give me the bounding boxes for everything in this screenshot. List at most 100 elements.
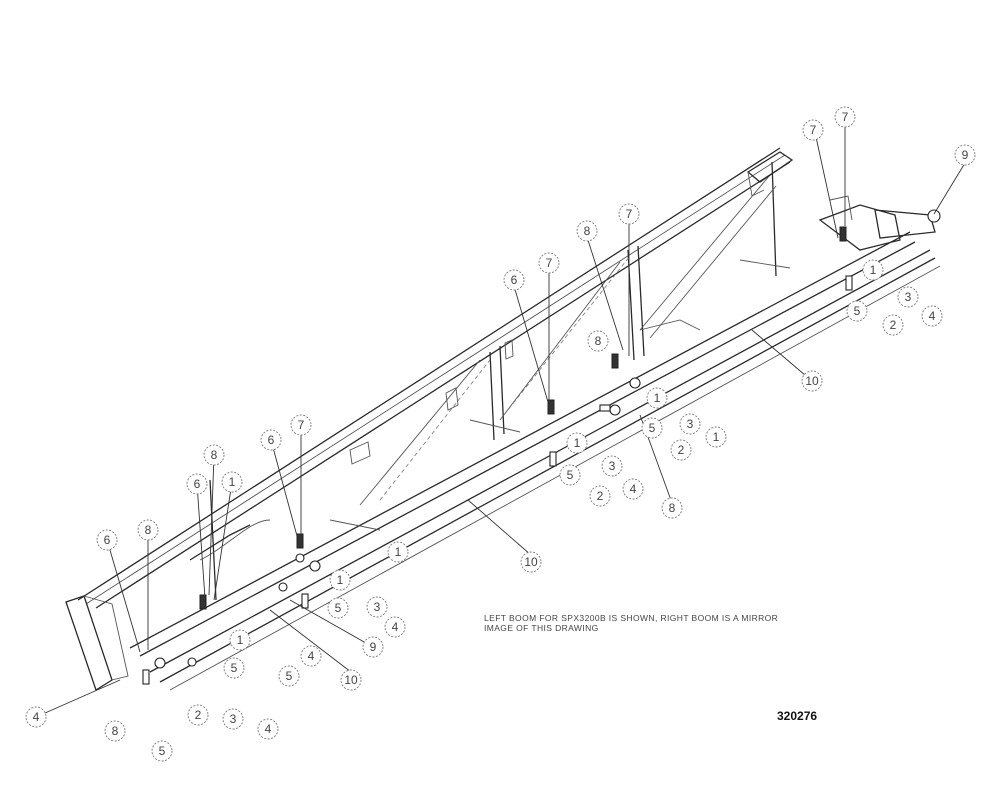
svg-text:2: 2: [890, 318, 897, 332]
svg-text:8: 8: [584, 224, 591, 238]
callout-balloon: 9: [954, 144, 976, 166]
svg-text:5: 5: [649, 421, 656, 435]
callout-balloon: 2: [670, 439, 692, 461]
callout-balloon: 5: [559, 464, 581, 486]
svg-text:6: 6: [268, 433, 275, 447]
callout-balloon: 6: [96, 529, 118, 551]
svg-text:7: 7: [546, 256, 553, 270]
svg-text:8: 8: [145, 523, 152, 537]
svg-text:1: 1: [395, 545, 402, 559]
callout-balloon: 1: [387, 541, 409, 563]
svg-text:8: 8: [112, 724, 119, 738]
svg-text:5: 5: [286, 669, 293, 683]
callout-balloon: 4: [622, 478, 644, 500]
svg-text:3: 3: [687, 417, 694, 431]
callout-balloon: 10: [801, 370, 823, 392]
callout-balloon: 4: [300, 645, 322, 667]
callout-balloon: 5: [223, 657, 245, 679]
svg-text:8: 8: [211, 448, 218, 462]
callout-balloon: 10: [520, 551, 542, 573]
callout-balloon: 1: [705, 426, 727, 448]
leader-lines: [35, 124, 966, 718]
svg-text:7: 7: [298, 418, 305, 432]
svg-text:5: 5: [335, 601, 342, 615]
svg-text:9: 9: [962, 148, 969, 162]
svg-text:1: 1: [229, 475, 236, 489]
note-line-1: LEFT BOOM FOR SPX3200B IS SHOWN, RIGHT B…: [484, 613, 779, 623]
svg-text:5: 5: [159, 744, 166, 758]
callout-balloon: 8: [203, 444, 225, 466]
callout-balloon: 4: [384, 616, 406, 638]
callout-balloon: 5: [151, 740, 173, 762]
callout-balloon: 8: [104, 720, 126, 742]
svg-text:1: 1: [237, 633, 244, 647]
svg-text:2: 2: [678, 443, 685, 457]
svg-text:1: 1: [574, 436, 581, 450]
svg-text:3: 3: [374, 600, 381, 614]
drawing-number: 320276: [777, 709, 818, 723]
svg-text:10: 10: [344, 673, 358, 687]
callout-balloon: 7: [290, 414, 312, 436]
callout-balloon: 7: [834, 106, 856, 128]
note-line-2: IMAGE OF THIS DRAWING: [484, 623, 599, 633]
svg-text:1: 1: [654, 391, 661, 405]
boom-frame: [65, 147, 941, 691]
svg-text:3: 3: [230, 712, 237, 726]
callout-balloon: 10: [340, 669, 362, 691]
svg-text:9: 9: [370, 640, 377, 654]
svg-text:3: 3: [905, 290, 912, 304]
callout-balloon: 9: [362, 636, 384, 658]
svg-text:6: 6: [104, 533, 111, 547]
svg-text:10: 10: [805, 374, 819, 388]
svg-text:4: 4: [33, 710, 40, 724]
svg-text:4: 4: [392, 620, 399, 634]
callout-balloon: 8: [587, 330, 609, 352]
callout-balloon: 2: [882, 314, 904, 336]
callout-balloon: 6: [260, 429, 282, 451]
svg-text:3: 3: [609, 459, 616, 473]
svg-text:5: 5: [854, 304, 861, 318]
svg-text:4: 4: [308, 649, 315, 663]
callout-balloon: 5: [327, 597, 349, 619]
svg-text:4: 4: [630, 482, 637, 496]
callout-balloon: 1: [646, 387, 668, 409]
svg-text:8: 8: [595, 334, 602, 348]
callout-balloon: 5: [846, 300, 868, 322]
callout-balloon: 1: [229, 629, 251, 651]
svg-text:1: 1: [337, 573, 344, 587]
callout-balloon: 1: [566, 432, 588, 454]
callout-balloon: 3: [897, 286, 919, 308]
svg-text:2: 2: [195, 708, 202, 722]
callout-balloon: 5: [641, 417, 663, 439]
callout-balloon: 8: [576, 220, 598, 242]
svg-text:8: 8: [669, 501, 676, 515]
svg-text:5: 5: [567, 468, 574, 482]
callout-balloon: 7: [538, 252, 560, 274]
callout-balloon: 1: [862, 259, 884, 281]
drawing-note: LEFT BOOM FOR SPX3200B IS SHOWN, RIGHT B…: [484, 613, 824, 633]
svg-text:2: 2: [597, 489, 604, 503]
callout-balloon: 7: [802, 119, 824, 141]
callout-balloon: 2: [589, 485, 611, 507]
callout-balloon: 7: [618, 203, 640, 225]
callout-balloon: 6: [186, 473, 208, 495]
callout-balloon: 3: [601, 455, 623, 477]
svg-text:5: 5: [231, 661, 238, 675]
svg-text:1: 1: [713, 430, 720, 444]
callout-balloon: 4: [25, 706, 47, 728]
callout-balloon: 1: [329, 569, 351, 591]
svg-text:10: 10: [524, 555, 538, 569]
callout-balloon: 2: [187, 704, 209, 726]
callout-balloon: 6: [503, 269, 525, 291]
svg-text:4: 4: [929, 309, 936, 323]
svg-text:1: 1: [870, 263, 877, 277]
callout-balloon: 5: [278, 665, 300, 687]
svg-text:4: 4: [265, 722, 272, 736]
callout-balloon: 1: [221, 471, 243, 493]
callout-balloon: 4: [257, 718, 279, 740]
callout-balloon: 8: [661, 497, 683, 519]
svg-text:7: 7: [842, 110, 849, 124]
callout-balloon: 8: [137, 519, 159, 541]
svg-text:6: 6: [194, 477, 201, 491]
